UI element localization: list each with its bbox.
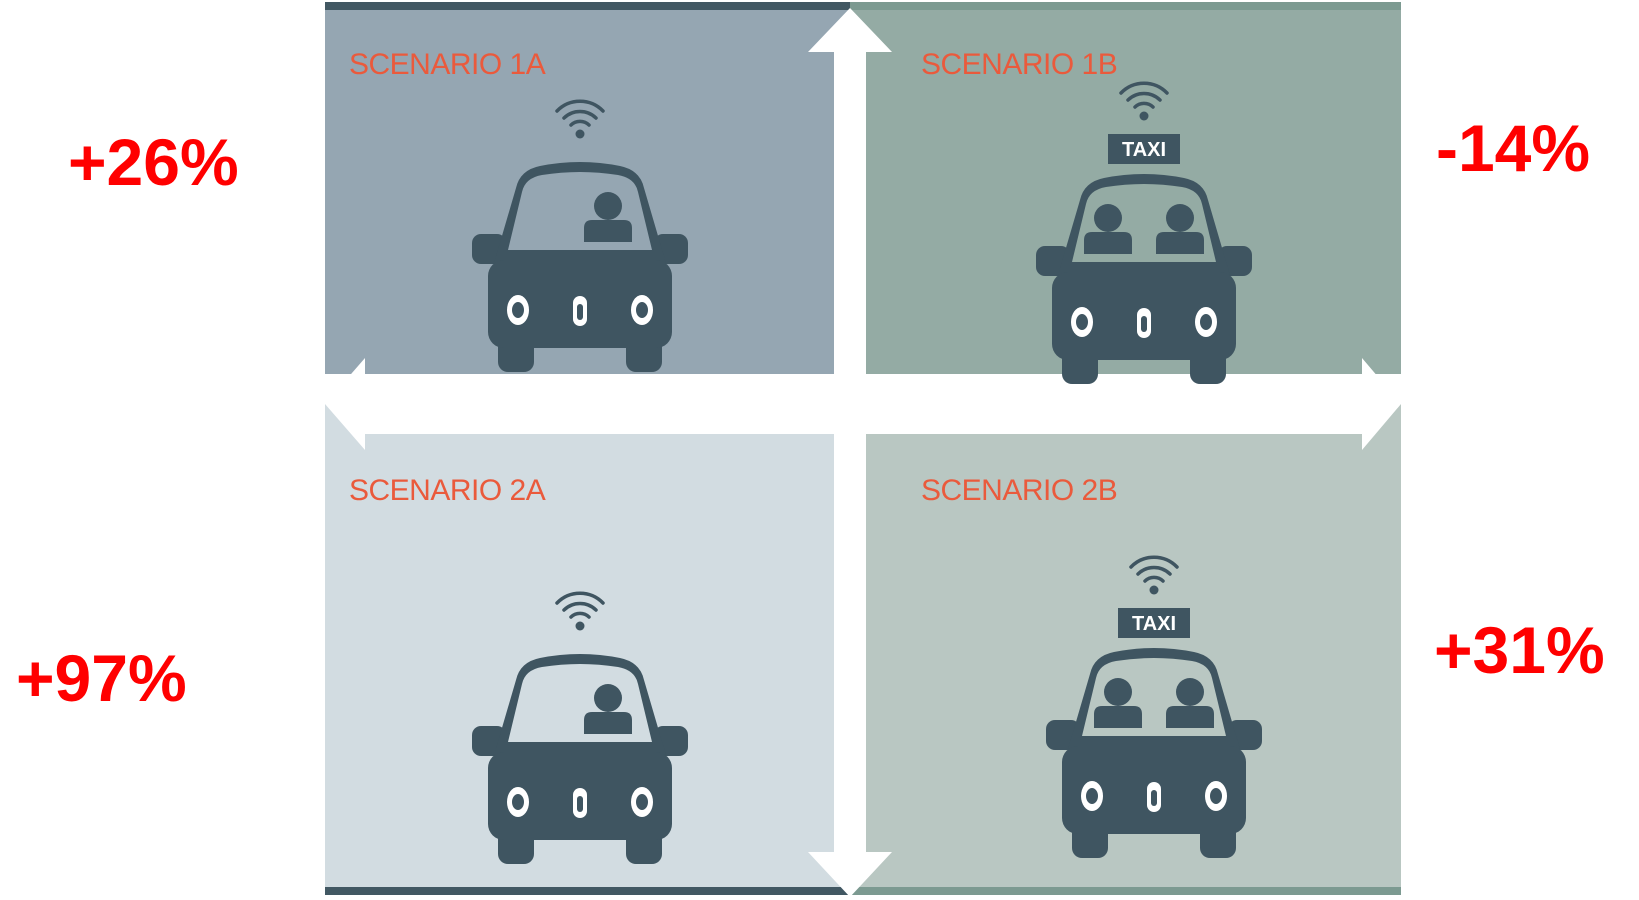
scenario-2b-title: SCENARIO 2B <box>921 474 1118 507</box>
scenario-2b-change: +31% <box>1434 613 1605 687</box>
svg-text:TAXI: TAXI <box>1132 613 1176 635</box>
scenario-1a-title: SCENARIO 1A <box>349 48 546 81</box>
scenario-1a-change: +26% <box>68 125 239 199</box>
autonomous-taxi-icon: TAXI <box>1036 81 1252 384</box>
bottom-right-accent-bar <box>850 887 1401 895</box>
svg-text:TAXI: TAXI <box>1122 139 1166 161</box>
scenario-1b-change: -14% <box>1436 111 1591 185</box>
autonomous-car-icon <box>472 591 688 864</box>
scenario-1b-title: SCENARIO 1B <box>921 48 1118 81</box>
vertical-double-arrow <box>808 8 892 897</box>
bottom-left-accent-bar <box>325 887 850 895</box>
scenario-2a-title: SCENARIO 2A <box>349 474 546 507</box>
top-right-accent-bar <box>850 2 1401 10</box>
autonomous-taxi-icon: TAXI <box>1046 555 1262 858</box>
scenario-2a-change: +97% <box>16 641 187 715</box>
top-left-accent-bar <box>325 2 850 10</box>
autonomous-car-icon <box>472 99 688 372</box>
